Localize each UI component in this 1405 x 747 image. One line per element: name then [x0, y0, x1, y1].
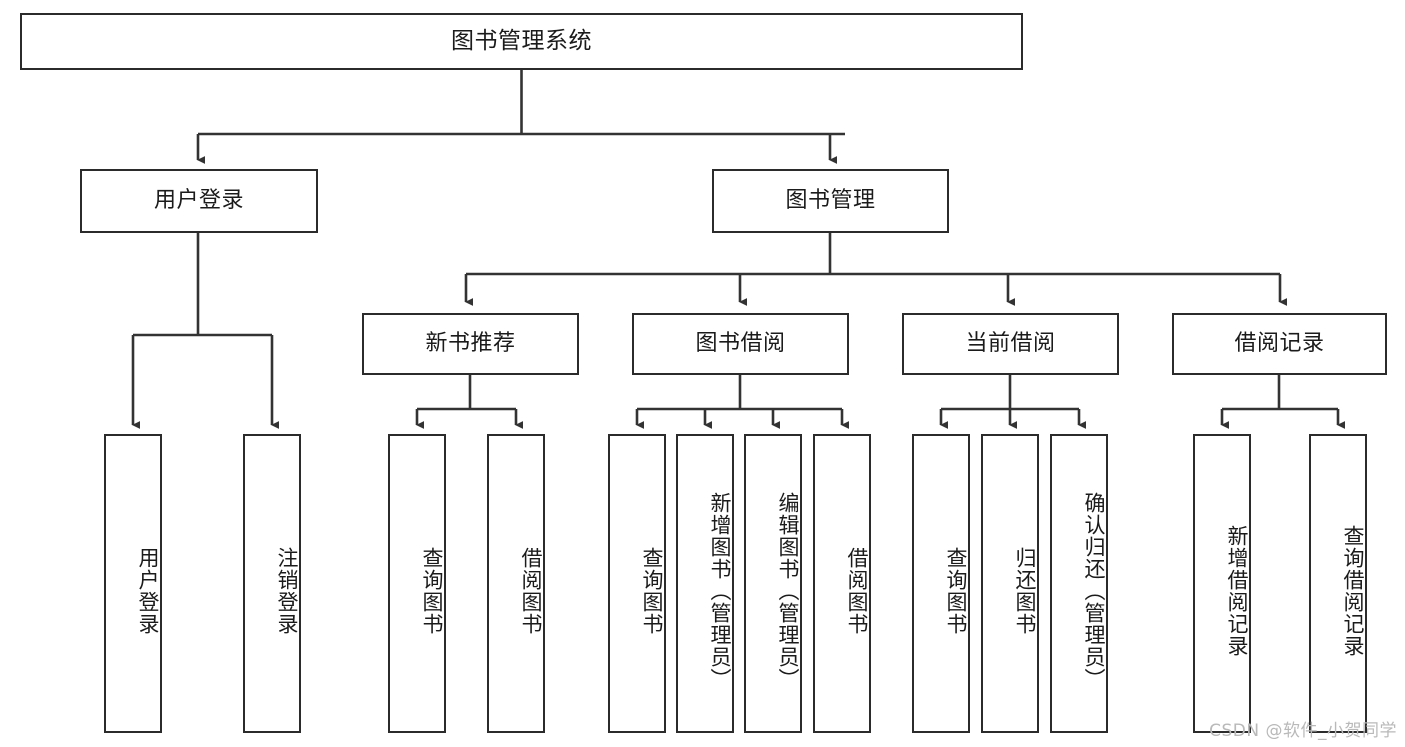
node-label: 图书管理系统: [451, 27, 592, 54]
node-label: 借阅图书: [845, 546, 869, 635]
node-user-login[interactable]: 用户登录: [80, 169, 318, 233]
node-leaf-return-book[interactable]: 归还图书: [981, 434, 1039, 733]
node-label: 新增图书（管理员）: [708, 491, 732, 690]
node-label: 查询借阅记录: [1341, 524, 1365, 657]
node-book-manage[interactable]: 图书管理: [712, 169, 949, 233]
node-label: 新增借阅记录: [1225, 524, 1249, 657]
node-label: 编辑图书（管理员）: [776, 491, 800, 690]
node-current-borrow[interactable]: 当前借阅: [902, 313, 1119, 375]
node-label: 归还图书: [1013, 546, 1037, 635]
node-label: 借阅图书: [519, 546, 543, 635]
node-leaf-query-book-current[interactable]: 查询图书: [912, 434, 970, 733]
node-leaf-add-borrow-record[interactable]: 新增借阅记录: [1193, 434, 1251, 733]
node-borrow-record[interactable]: 借阅记录: [1172, 313, 1387, 375]
node-root-book-management-system[interactable]: 图书管理系统: [20, 13, 1023, 70]
node-label: 图书借阅: [695, 330, 786, 356]
node-leaf-borrow-book-recommend[interactable]: 借阅图书: [487, 434, 545, 733]
node-leaf-query-borrow-record[interactable]: 查询借阅记录: [1309, 434, 1367, 733]
node-new-book-recommend[interactable]: 新书推荐: [362, 313, 579, 375]
node-label: 查询图书: [944, 546, 968, 635]
node-label: 当前借阅: [965, 330, 1056, 356]
node-label: 新书推荐: [425, 330, 516, 356]
node-label: 查询图书: [640, 546, 664, 635]
node-leaf-query-book-recommend[interactable]: 查询图书: [388, 434, 446, 733]
node-label: 图书管理: [785, 187, 876, 213]
node-leaf-edit-book[interactable]: 编辑图书（管理员）: [744, 434, 802, 733]
node-label: 用户登录: [153, 187, 244, 213]
node-label: 注销登录: [275, 546, 299, 635]
node-label: 借阅记录: [1234, 330, 1325, 356]
node-leaf-user-login[interactable]: 用户登录: [104, 434, 162, 733]
node-book-borrow[interactable]: 图书借阅: [632, 313, 849, 375]
node-leaf-query-book-borrow[interactable]: 查询图书: [608, 434, 666, 733]
node-label: 用户登录: [136, 546, 160, 635]
node-leaf-add-book[interactable]: 新增图书（管理员）: [676, 434, 734, 733]
node-label: 查询图书: [420, 546, 444, 635]
node-leaf-confirm-return[interactable]: 确认归还（管理员）: [1050, 434, 1108, 733]
node-label: 确认归还（管理员）: [1082, 491, 1106, 690]
node-leaf-borrow-book[interactable]: 借阅图书: [813, 434, 871, 733]
node-leaf-user-logout[interactable]: 注销登录: [243, 434, 301, 733]
